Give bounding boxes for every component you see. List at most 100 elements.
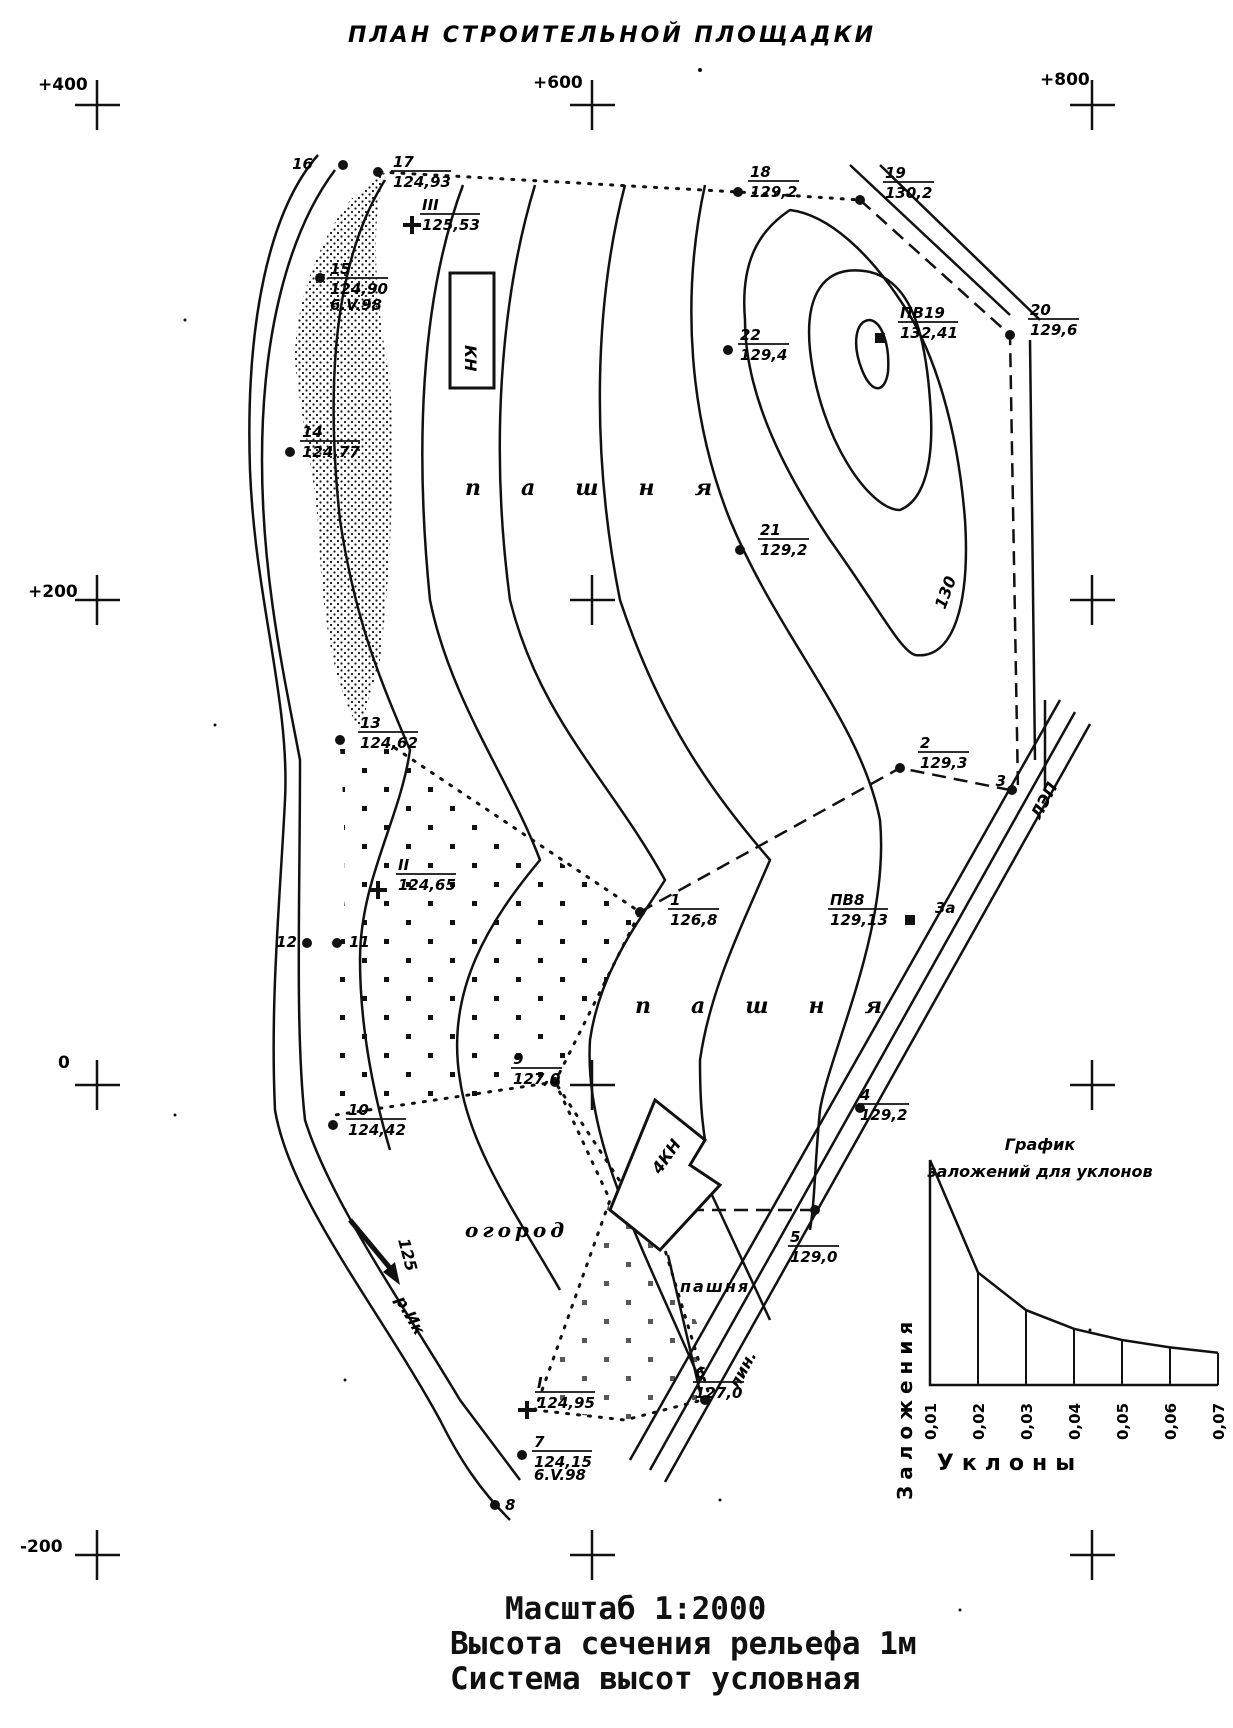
- point-marker: [315, 273, 325, 283]
- sand-area: [295, 172, 393, 730]
- grid-cross: [75, 575, 120, 625]
- river-label: р.Ик: [391, 1292, 429, 1340]
- grid-cross: [570, 1530, 615, 1580]
- contour-line: [598, 184, 772, 1141]
- contour-line: [260, 169, 521, 1481]
- point-marker: [550, 1077, 560, 1087]
- point-elevation: 124,65: [398, 876, 456, 894]
- survey-point: 16: [292, 155, 348, 173]
- slope-chart-tick-label: 0,03: [1018, 1403, 1036, 1440]
- survey-point: 17 124,93: [373, 153, 451, 191]
- point-marker: [328, 1120, 338, 1130]
- slope-chart-title-1: График: [1005, 1135, 1077, 1154]
- slope-chart-tick-label: 0,04: [1066, 1403, 1084, 1440]
- point-elevation: 124,15: [534, 1453, 592, 1471]
- contour-lines: [260, 169, 968, 1481]
- point-marker: [733, 187, 743, 197]
- point-number: 18: [750, 163, 771, 181]
- point-number: 9: [513, 1050, 523, 1068]
- point-marker: [335, 735, 345, 745]
- grid-label-zero: 0: [58, 1053, 70, 1073]
- river-bank: [248, 154, 511, 1521]
- point-elevation: 130,2: [885, 184, 932, 202]
- survey-point: III 125,53: [403, 196, 480, 234]
- point-marker: [490, 1500, 500, 1510]
- point-elevation: 129,13: [830, 911, 888, 929]
- point-number: 22: [740, 326, 761, 344]
- point-number: 6: [695, 1364, 705, 1382]
- survey-point: 18 129,2: [733, 163, 799, 201]
- legend-height-system: Система высот условная: [450, 1661, 861, 1697]
- survey-point: 3: [996, 772, 1017, 795]
- river-flow-arrow: [348, 1218, 400, 1285]
- point-number: 12: [276, 933, 297, 951]
- point-marker: [635, 907, 645, 917]
- legend-scale: Масштаб 1:2000: [505, 1591, 767, 1627]
- slope-chart-tick-label: 0,01: [922, 1403, 940, 1440]
- scan-specks: [173, 68, 1092, 1612]
- grid-crosses: [75, 80, 1115, 1580]
- point-elevation: 129,6: [1030, 321, 1077, 339]
- grid-label-plus600: +600: [533, 73, 583, 93]
- land-label-garden: огород: [465, 1218, 568, 1242]
- point-number: 3а: [935, 899, 956, 917]
- point-number: 17: [393, 153, 414, 171]
- point-elevation: 125,53: [422, 216, 480, 234]
- point-elevation: 127,0: [513, 1070, 560, 1088]
- point-number: 11: [349, 933, 370, 951]
- contour-label-130: 130: [931, 573, 960, 611]
- benchmark-marker: [905, 915, 915, 925]
- point-marker: [735, 545, 745, 555]
- point-number: 2: [920, 734, 930, 752]
- point-number: 15: [330, 260, 351, 278]
- grid-cross: [1070, 1060, 1115, 1110]
- point-marker: [338, 160, 348, 170]
- point-marker: [1007, 785, 1017, 795]
- point-elevation: 129,2: [860, 1106, 907, 1124]
- slope-chart-tick-label: 0,06: [1162, 1403, 1180, 1440]
- point-elevation: 126,8: [670, 911, 717, 929]
- point-number: 16: [292, 155, 313, 173]
- point-number: 7: [534, 1433, 545, 1451]
- point-number: III: [422, 196, 439, 214]
- contour-line: [807, 269, 933, 512]
- survey-point: 6.V.98: [534, 1466, 586, 1484]
- point-marker: [332, 938, 342, 948]
- point-elevation: 124,93: [393, 173, 451, 191]
- point-marker: [1005, 330, 1015, 340]
- road-edges: [666, 164, 1041, 1393]
- grid-label-plus400: +400: [38, 75, 88, 95]
- point-elevation: 6.V.98: [330, 296, 382, 314]
- survey-point: 15 124,90: [315, 260, 388, 298]
- point-elevation: 124,77: [302, 443, 360, 461]
- point-elevation: 132,41: [900, 324, 958, 342]
- point-elevation: 6.V.98: [534, 1466, 586, 1484]
- point-marker: [723, 345, 733, 355]
- point-marker: [373, 167, 383, 177]
- grid-label-plus800: +800: [1040, 70, 1090, 90]
- legend-contour-interval: Высота сечения рельефа 1м: [450, 1626, 917, 1662]
- point-elevation: 129,0: [790, 1248, 837, 1266]
- point-elevation: 129,2: [750, 183, 797, 201]
- survey-point: 8: [490, 1496, 515, 1514]
- contour-line: [743, 208, 968, 657]
- contour-line: [332, 179, 412, 1151]
- station-marker: [403, 216, 421, 234]
- survey-point: 11: [332, 933, 370, 951]
- grid-cross: [75, 80, 120, 130]
- survey-point: 6.V.98: [330, 296, 382, 314]
- point-elevation: 124,90: [330, 280, 388, 298]
- slope-chart-ylabel: Заложения: [893, 1316, 917, 1500]
- power-line: [628, 699, 1092, 1483]
- slope-chart-xlabel: Уклоны: [937, 1451, 1083, 1476]
